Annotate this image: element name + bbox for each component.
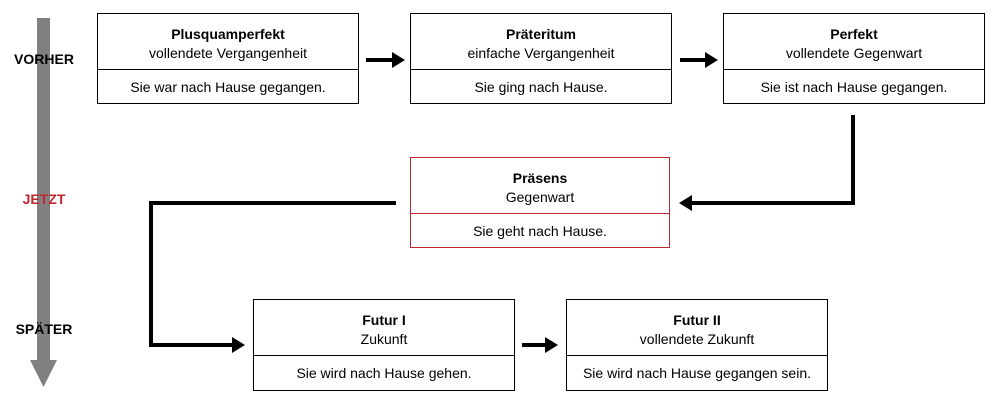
tense-name: Plusquamperfekt (171, 26, 285, 42)
tense-example: Sie wird nach Hause gehen. (296, 365, 472, 381)
tense-description: vollendete Gegenwart (785, 45, 923, 61)
tense-box-futur2: Futur II vollendete Zukunft Sie wird nach… (566, 299, 828, 391)
tense-description: vollendete Vergangenheit (148, 45, 308, 61)
arrow-futur1-to-futur2 (522, 337, 558, 353)
tense-name: Futur II (673, 312, 721, 328)
arrow-praeteritum-to-perfekt (680, 52, 718, 68)
arrow-perfekt-to-praesens (679, 115, 855, 211)
tense-box-praeteritum: Präteritum einfache Vergangenheit Sie gin… (410, 13, 672, 104)
tense-description: vollendete Zukunft (639, 331, 755, 347)
arrow-plusquamperfekt-to-praeteritum (366, 52, 405, 68)
tense-box-perfekt: Perfekt vollendete Gegenwart Sie ist nach… (723, 13, 985, 104)
tense-name: Präteritum (505, 26, 577, 42)
tense-example: Sie wird nach Hause gegangen sein. (582, 365, 812, 381)
tense-example: Sie war nach Hause gegangen. (130, 79, 326, 95)
timeline-label-later: SPÄTER (15, 321, 73, 337)
tense-name: Perfekt (830, 26, 878, 42)
tense-description: Zukunft (360, 331, 408, 347)
tense-description: einfache Vergangenheit (467, 45, 615, 61)
tense-example: Sie geht nach Hause. (473, 223, 607, 239)
timeline-label-before: VORHER (14, 51, 74, 67)
arrow-praesens-to-futur1 (149, 201, 396, 353)
tense-example: Sie ging nach Hause. (474, 79, 608, 95)
timeline-label-now: JETZT (22, 191, 66, 207)
timeline-bar (37, 18, 50, 361)
tense-name: Präsens (512, 170, 568, 186)
timeline-arrow-head (30, 360, 57, 387)
tense-example: Sie ist nach Hause gegangen. (760, 79, 948, 95)
tense-box-futur1: Futur I Zukunft Sie wird nach Hause gehen… (253, 299, 515, 391)
tense-description: Gegenwart (505, 189, 575, 205)
tense-name: Futur I (362, 312, 406, 328)
